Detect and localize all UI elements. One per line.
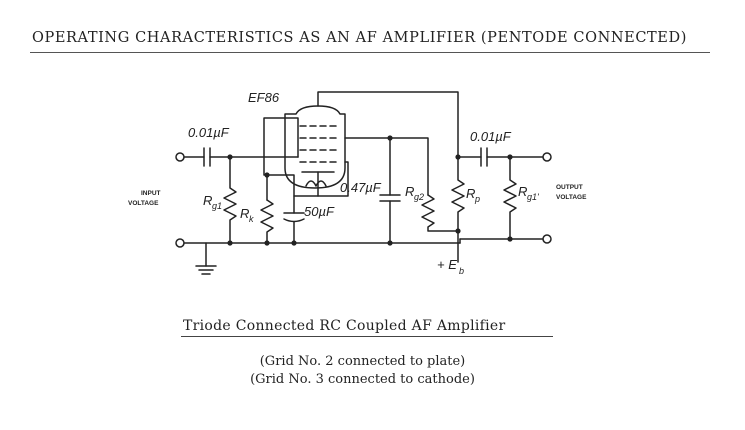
figure-note-grid3: (Grid No. 3 connected to cathode) xyxy=(250,372,475,387)
plate-resistor-rp xyxy=(451,156,465,263)
output-terminal-bottom xyxy=(542,234,552,244)
rp-subscript: p xyxy=(474,194,480,204)
screen-bypass-capacitor xyxy=(379,137,401,244)
page-heading: OPERATING CHARACTERISTICS AS AN AF AMPLI… xyxy=(32,30,687,46)
supply-subscript: b xyxy=(459,266,464,276)
input-label-line2: VOLTAGE xyxy=(128,200,159,207)
tube-label: EF86 xyxy=(248,90,280,105)
rk-subscript: k xyxy=(249,214,254,224)
rg1-label: R xyxy=(203,193,212,208)
figure-caption-title: Triode Connected RC Coupled AF Amplifier xyxy=(183,318,506,334)
output-grid-resistor-rg1p xyxy=(503,156,517,240)
input-terminal-top xyxy=(175,152,185,162)
rp-label: R xyxy=(466,186,475,201)
cathode-resistor-rk xyxy=(260,199,274,244)
c-in-label: 0.01µF xyxy=(188,125,230,140)
c-out-label: 0.01µF xyxy=(470,129,512,144)
plate-wire xyxy=(317,91,459,158)
input-terminal-bottom xyxy=(175,238,185,248)
input-label-line1: INPUT xyxy=(141,190,161,197)
junction-dots xyxy=(227,135,513,246)
output-terminal-top xyxy=(542,152,552,162)
cathode-bypass-capacitor xyxy=(283,195,305,244)
cathode-wire xyxy=(266,171,319,201)
rg1p-label: R xyxy=(518,184,527,199)
supply-label: + E xyxy=(437,257,457,272)
figure-note-grid2: (Grid No. 2 connected to plate) xyxy=(259,354,466,369)
output-label-line2: VOLTAGE xyxy=(556,194,587,201)
input-coupling-capacitor xyxy=(183,147,299,167)
amplifier-schematic: EF86 0.01µF 0.01µF 0.47µF 50µF R g1 R k … xyxy=(128,90,587,276)
grid-resistor-rg1 xyxy=(223,156,237,244)
suppressor-to-cathode-wire xyxy=(317,161,349,197)
c-cathode-label: 50µF xyxy=(304,204,335,219)
heading-underline xyxy=(30,52,710,53)
rk-label: R xyxy=(240,206,249,221)
c-screen-label: 0.47µF xyxy=(340,180,382,195)
grid1-triode-link xyxy=(263,117,299,176)
caption-underline xyxy=(181,336,553,337)
ground-bus xyxy=(183,238,544,244)
screen-grid-wire xyxy=(344,137,429,196)
rg1p-subscript: g1' xyxy=(527,192,539,202)
ground-symbol xyxy=(195,242,217,275)
output-coupling-capacitor xyxy=(457,147,544,167)
rg2-subscript: g2 xyxy=(414,192,424,202)
screen-resistor-rg2 xyxy=(421,194,459,232)
output-label-line1: OUTPUT xyxy=(556,184,583,191)
rg2-label: R xyxy=(405,184,414,199)
rg1-subscript: g1 xyxy=(212,201,222,211)
